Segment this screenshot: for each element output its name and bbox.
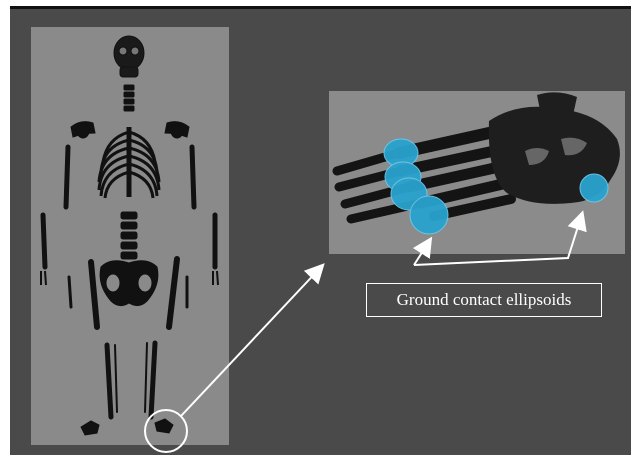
pointer-arrow-toes [414,240,430,265]
zoom-arrow [181,266,322,416]
pointer-arrow-heel [414,214,582,265]
highlight-circle [145,410,187,452]
